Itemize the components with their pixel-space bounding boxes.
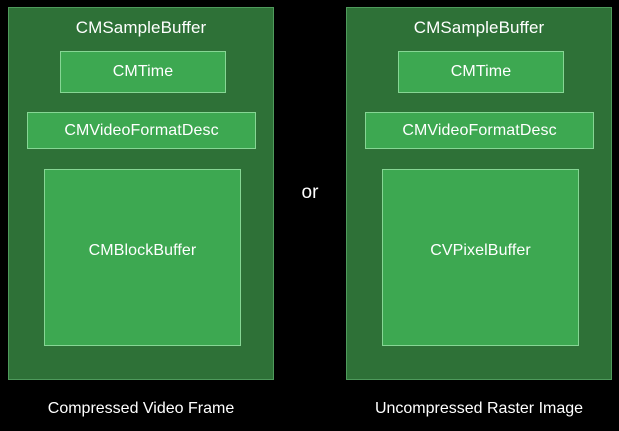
- cmvideoformatdesc-label-right: CMVideoFormatDesc: [402, 121, 557, 139]
- cmvideoformatdesc-label-left: CMVideoFormatDesc: [64, 121, 219, 139]
- cmsamplebuffer-box-compressed: CMSampleBuffer CMTime CMVideoFormatDesc …: [8, 7, 274, 380]
- caption-uncompressed-raster-image: Uncompressed Raster Image: [374, 400, 584, 417]
- cvpixelbuffer-box: CVPixelBuffer: [382, 169, 579, 346]
- cmtime-box-left: CMTime: [60, 51, 226, 93]
- cmtime-label-right: CMTime: [450, 63, 512, 80]
- cmblockbuffer-box: CMBlockBuffer: [44, 169, 241, 346]
- cmvideoformatdesc-box-right: CMVideoFormatDesc: [365, 112, 594, 149]
- caption-compressed-video-frame: Compressed Video Frame: [47, 400, 235, 417]
- cmtime-box-right: CMTime: [398, 51, 564, 93]
- cmsamplebuffer-title-left: CMSampleBuffer: [75, 18, 207, 37]
- cmtime-label-left: CMTime: [112, 63, 174, 80]
- cvpixelbuffer-label: CVPixelBuffer: [430, 241, 531, 259]
- or-separator-label: or: [301, 182, 319, 203]
- cmsamplebuffer-title-right: CMSampleBuffer: [413, 18, 545, 37]
- cmvideoformatdesc-box-left: CMVideoFormatDesc: [27, 112, 256, 149]
- cmsamplebuffer-box-uncompressed: CMSampleBuffer CMTime CMVideoFormatDesc …: [346, 7, 612, 380]
- cmblockbuffer-label: CMBlockBuffer: [88, 241, 197, 259]
